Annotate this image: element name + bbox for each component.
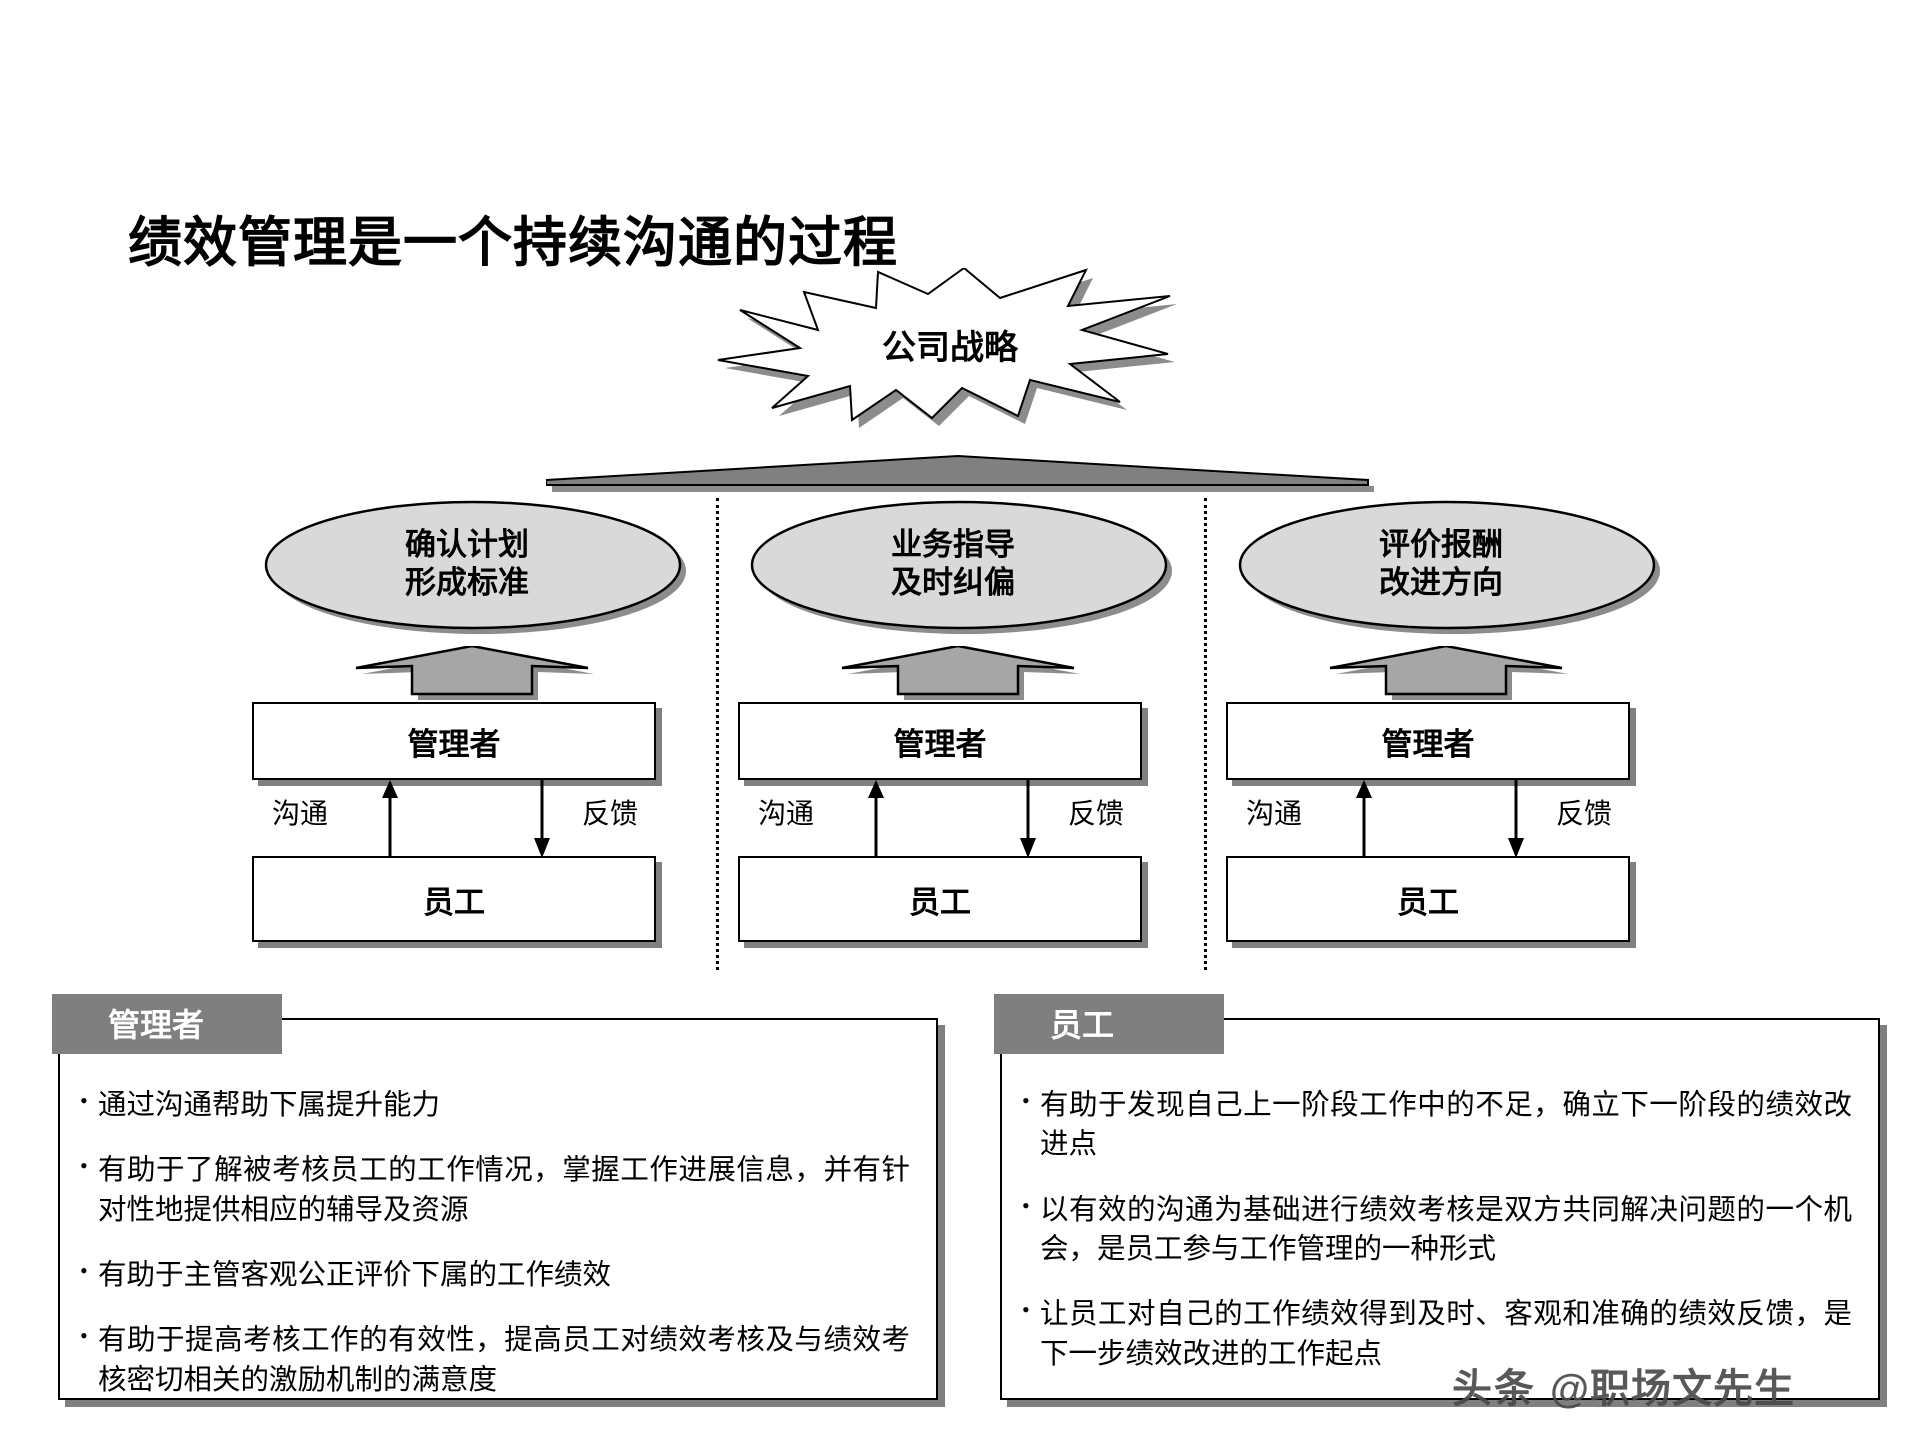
up-arrow-icon-2 (838, 644, 1082, 702)
employee-benefits-panel: 员工 有助于发现自己上一阶段工作中的不足，确立下一阶段的绩效改进点 以有效的沟通… (994, 994, 1880, 1400)
manager-box-1[interactable]: 管理者 (252, 702, 656, 780)
feedback-label-2: 反馈 (1067, 799, 1124, 830)
employee-panel-body: 有助于发现自己上一阶段工作中的不足，确立下一阶段的绩效改进点 以有效的沟通为基础… (1002, 1086, 1878, 1400)
stage-ellipse-2 (746, 498, 1176, 638)
list-item: 以有效的沟通为基础进行绩效考核是双方共同解决问题的一个机会，是员工参与工作管理的… (1020, 1191, 1852, 1270)
manager-box-3[interactable]: 管理者 (1226, 702, 1630, 780)
feedback-label-3: 反馈 (1555, 799, 1612, 830)
manager-benefits-panel: 管理者 通过沟通帮助下属提升能力 有助于了解被考核员工的工作情况，掌握工作进展信… (52, 994, 938, 1400)
manager-box-label: 管理者 (407, 726, 501, 762)
process-column-2: 业务指导 及时纠偏 管理者 沟通 反馈 员工 (738, 498, 1178, 988)
employee-box-label: 员工 (1397, 884, 1459, 920)
list-item: 有助于主管客观公正评价下属的工作绩效 (78, 1256, 910, 1295)
list-item: 有助于发现自己上一阶段工作中的不足，确立下一阶段的绩效改进点 (1020, 1086, 1852, 1165)
watermark-handle: @职场文先生 (1550, 1367, 1796, 1411)
watermark-badge: 头条 (1452, 1367, 1536, 1411)
manager-panel-header: 管理者 (52, 994, 282, 1054)
stage-ellipse-1 (260, 498, 690, 638)
manager-box-label: 管理者 (893, 726, 987, 762)
list-item: 通过沟通帮助下属提升能力 (78, 1086, 910, 1125)
process-column-1: 确认计划 形成标准 管理者 沟通 反馈 员工 (252, 498, 692, 988)
employee-box-3[interactable]: 员工 (1226, 856, 1630, 942)
process-column-3: 评价报酬 改进方向 管理者 沟通 反馈 员工 (1226, 498, 1666, 988)
column-divider-2 (1204, 498, 1207, 970)
watermark: 头条 @职场文先生 (1452, 1356, 1795, 1414)
column-divider-1 (716, 498, 719, 970)
manager-panel-body: 通过沟通帮助下属提升能力 有助于了解被考核员工的工作情况，掌握工作进展信息，并有… (60, 1086, 936, 1426)
up-arrow-icon-1 (352, 644, 596, 702)
list-item: 让员工对自己的工作绩效得到及时、客观和准确的绩效反馈，是下一步绩效改进的工作起点 (1020, 1295, 1852, 1374)
list-item: 有助于了解被考核员工的工作情况，掌握工作进展信息，并有针对性地提供相应的辅导及资… (78, 1151, 910, 1230)
employee-box-1[interactable]: 员工 (252, 856, 656, 942)
comm-feedback-links-3: 沟通 反馈 (1226, 780, 1630, 858)
strategy-burst: 公司战略 (700, 268, 1200, 428)
strategy-wedge-bar (545, 452, 1376, 492)
page-title: 绩效管理是一个持续沟通的过程 (128, 213, 898, 273)
up-arrow-icon-3 (1326, 644, 1570, 702)
manager-box-2[interactable]: 管理者 (738, 702, 1142, 780)
employee-panel-header: 员工 (994, 994, 1224, 1054)
communication-label-2: 沟通 (758, 799, 815, 830)
employee-box-label: 员工 (423, 884, 485, 920)
stage-ellipse-3 (1234, 498, 1664, 638)
comm-feedback-links-2: 沟通 反馈 (738, 780, 1142, 858)
feedback-label-1: 反馈 (581, 799, 638, 830)
employee-box-label: 员工 (909, 884, 971, 920)
comm-feedback-links-1: 沟通 反馈 (252, 780, 656, 858)
manager-box-label: 管理者 (1381, 726, 1475, 762)
communication-label-1: 沟通 (272, 799, 329, 830)
list-item: 有助于提高考核工作的有效性，提高员工对绩效考核及与绩效考核密切相关的激励机制的满… (78, 1321, 910, 1400)
employee-box-2[interactable]: 员工 (738, 856, 1142, 942)
communication-label-3: 沟通 (1246, 799, 1303, 830)
